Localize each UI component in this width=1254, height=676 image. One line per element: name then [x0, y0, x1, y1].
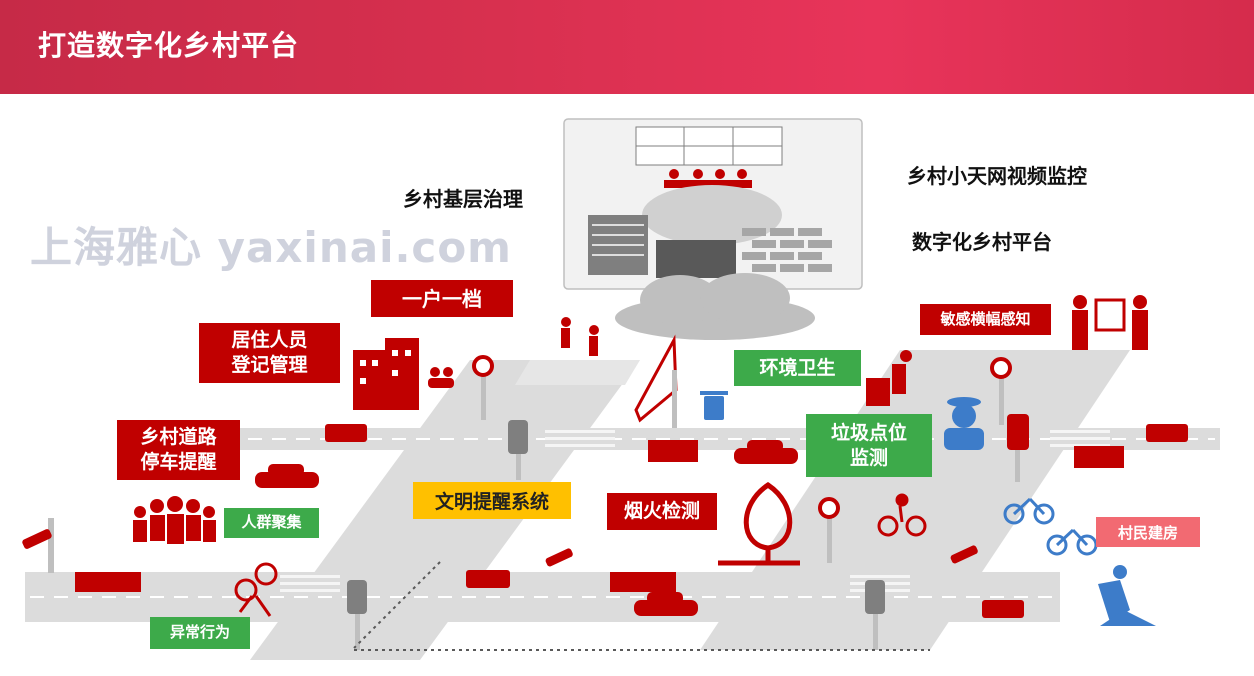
- car-icon: [255, 440, 798, 616]
- label-platform: 数字化乡村平台: [912, 230, 1052, 254]
- page-title: 打造数字化乡村平台: [38, 29, 300, 62]
- suspect-icon: [944, 397, 984, 450]
- label-banner: 敏感横幅感知: [920, 304, 1051, 335]
- village-illustration: [22, 118, 1220, 660]
- road-lines: [30, 438, 1215, 598]
- boundary-line: [353, 561, 930, 651]
- recycle-person-icon: [866, 350, 912, 406]
- trash-can-icon: [700, 391, 728, 420]
- label-crowd: 人群聚集: [224, 508, 319, 538]
- fire-tree-icon: [718, 481, 800, 566]
- label-civility: 文明提醒系统: [413, 482, 571, 519]
- bicycle-icon: [1003, 497, 1098, 556]
- switch-icon: [656, 240, 736, 278]
- label-fire: 烟火检测: [607, 493, 717, 530]
- label-skynet: 乡村小天网视频监控: [907, 164, 1087, 188]
- camera-icon: [22, 518, 978, 573]
- cloud-icon: [615, 273, 815, 340]
- label-garbage: 垃圾点位 监测: [806, 414, 932, 477]
- people-group-icon: [428, 367, 454, 388]
- label-residents: 居住人员 登记管理: [199, 323, 340, 383]
- speed-sign-icon: [472, 355, 1012, 563]
- bus-icon: [325, 424, 1188, 618]
- truck-icon: [75, 440, 1124, 592]
- label-abnormal: 异常行为: [150, 617, 250, 649]
- header-bar: 打造数字化乡村平台: [0, 0, 1254, 94]
- building-icon: [353, 338, 419, 410]
- label-parking: 乡村道路 停车提醒: [117, 420, 240, 480]
- traffic-light-icon: [347, 414, 1029, 650]
- movers-icon: [1072, 295, 1148, 350]
- label-environment: 环境卫生: [734, 350, 861, 386]
- construction-worker-icon: [1098, 565, 1156, 626]
- pedestrians-icon: [561, 317, 599, 356]
- label-building: 村民建房: [1096, 517, 1200, 547]
- label-household: 一户一档: [371, 280, 513, 317]
- watermark: 上海雅心 yaxinai.com: [30, 223, 512, 272]
- label-governance: 乡村基层治理: [403, 187, 523, 211]
- cyclist-icon: [877, 493, 927, 537]
- operators-icon: [664, 169, 752, 188]
- firewall-icon: [742, 228, 832, 272]
- crowd-icon: [133, 496, 216, 544]
- billboard-icon: [634, 334, 678, 423]
- thief-icon: [234, 562, 278, 617]
